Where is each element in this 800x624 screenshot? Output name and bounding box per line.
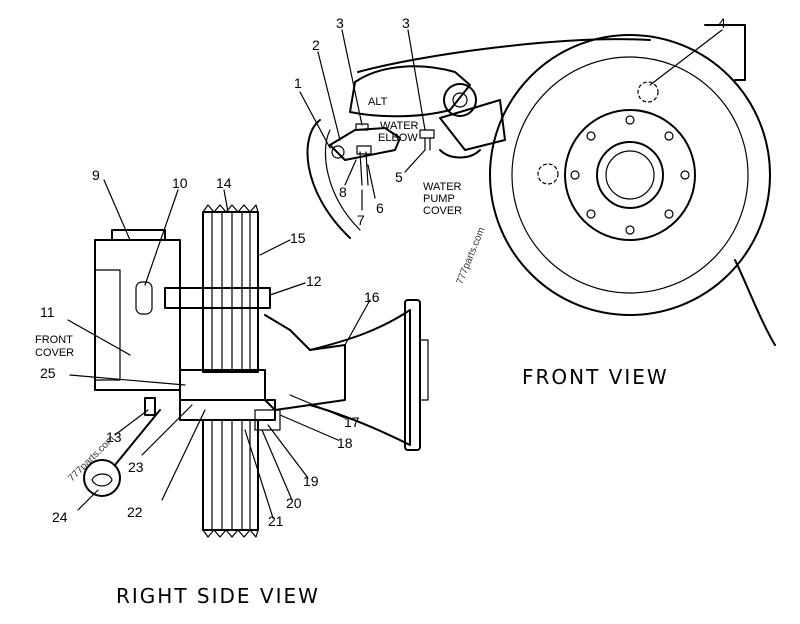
- idler-bracket: [439, 99, 506, 151]
- alternator: [349, 65, 471, 118]
- watermark-front: 777parts.com: [455, 226, 488, 286]
- hub-housing: [179, 369, 266, 401]
- front-view-title: FRONT VIEW: [522, 365, 669, 389]
- shaft-housing: [264, 314, 346, 411]
- bolt-7-shank: [359, 151, 369, 186]
- alt-pulley: [443, 83, 477, 117]
- callout-19: 19: [303, 473, 319, 489]
- label-front-cover-2: COVER: [35, 347, 74, 359]
- callout-8: 8: [339, 184, 347, 200]
- label-water-pump-cover-2: PUMP: [423, 193, 455, 205]
- callout-15: 15: [290, 230, 306, 246]
- hub-inner: [605, 150, 655, 200]
- label-water-elbow-1: WATER: [380, 120, 419, 132]
- label-water-pump-cover-1: WATER: [423, 181, 462, 193]
- label-alt: ALT: [368, 96, 388, 108]
- bracket-arm: [164, 287, 271, 309]
- belt-right: [734, 259, 776, 346]
- stud-5: [424, 137, 431, 151]
- washer-stack: [254, 409, 281, 431]
- callout-21: 21: [268, 513, 284, 529]
- cover-slot: [135, 281, 153, 315]
- cover-inner: [94, 269, 121, 381]
- nut-3b: [419, 129, 435, 139]
- callout-1: 1: [294, 75, 302, 91]
- crank-pulley-outer: [489, 34, 771, 316]
- outer-hole-left: [537, 163, 559, 185]
- callout-16: 16: [364, 289, 380, 305]
- side-view-title: RIGHT SIDE VIEW: [116, 584, 320, 608]
- hub-bolt-holes: [570, 115, 690, 235]
- callout-20: 20: [286, 495, 302, 511]
- callout-7: 7: [357, 212, 365, 228]
- leader-lines: [67, 29, 723, 519]
- belt-left: [306, 119, 351, 239]
- callout-18: 18: [337, 435, 353, 451]
- detail-clip: [91, 473, 113, 487]
- alt-pulley-hub: [452, 92, 468, 108]
- callout-17: 17: [344, 414, 360, 430]
- cover-top-lug: [111, 229, 166, 241]
- callout-3b: 3: [402, 15, 410, 31]
- detail-leader: [114, 409, 161, 466]
- flange-pilot: [419, 339, 429, 401]
- callout-numbers: 1 2 3 3 4 5 6 7 8 9 10 11 12 13 14 15 16…: [40, 15, 726, 529]
- callout-2: 2: [312, 37, 320, 53]
- callout-3a: 3: [336, 15, 344, 31]
- hub-bore: [596, 141, 664, 209]
- callout-14: 14: [216, 175, 232, 191]
- pulley-hub: [564, 109, 696, 241]
- bolt-13: [144, 397, 156, 416]
- bolt-1: [331, 145, 345, 159]
- crank-pulley-rim: [511, 56, 749, 294]
- water-elbow-bracket: [329, 127, 401, 161]
- bracket-top-right: [704, 24, 746, 81]
- detail-circle-24: [83, 459, 121, 497]
- pulley-stack: [202, 211, 259, 373]
- callout-11: 11: [40, 304, 55, 320]
- callout-4: 4: [718, 15, 726, 31]
- outer-hole-upper: [637, 81, 659, 103]
- belt-left-inner: [324, 129, 361, 231]
- callout-6: 6: [376, 200, 384, 216]
- label-water-elbow-2: ELBOW: [378, 132, 418, 144]
- part-labels: ALT WATER ELBOW WATER PUMP COVER FRONT C…: [35, 96, 462, 359]
- side-view-drawing: [83, 204, 429, 538]
- pump-cover-curve: [439, 149, 481, 159]
- belt-top: [357, 38, 651, 73]
- label-water-pump-cover-3: COVER: [423, 205, 462, 217]
- callout-12: 12: [306, 273, 322, 289]
- callout-25: 25: [40, 365, 56, 381]
- front-cover-block: [94, 239, 181, 391]
- callout-22: 22: [127, 504, 143, 520]
- callout-5: 5: [395, 169, 403, 185]
- callout-24: 24: [52, 509, 68, 525]
- callout-9: 9: [92, 167, 100, 183]
- nut-6: [356, 145, 372, 155]
- front-view-drawing: [306, 24, 776, 346]
- callout-13: 13: [106, 429, 122, 445]
- callout-23: 23: [128, 459, 144, 475]
- lower-pulley-grooves: [202, 419, 259, 538]
- flange: [404, 299, 421, 451]
- label-front-cover-1: FRONT: [35, 334, 73, 346]
- shaft: [309, 309, 411, 446]
- pulley-grooves: [202, 204, 259, 373]
- callout-10: 10: [172, 175, 188, 191]
